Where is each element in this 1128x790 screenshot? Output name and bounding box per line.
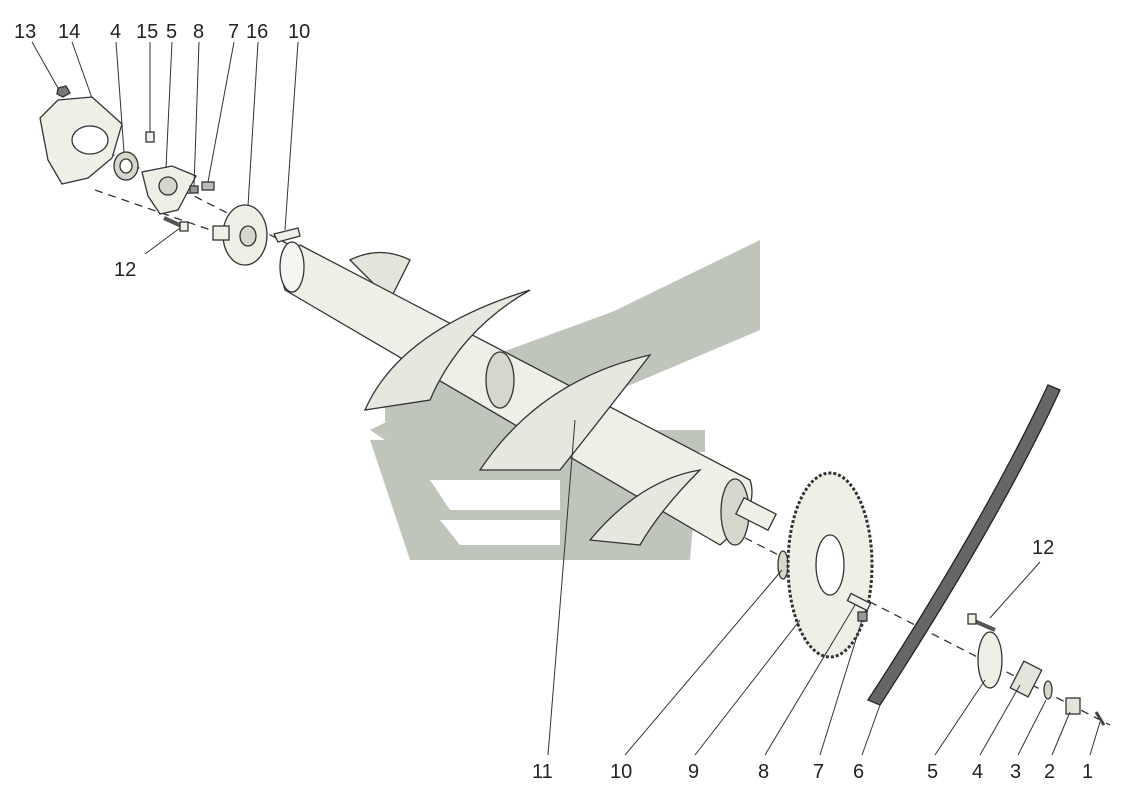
callout-5-top: 5: [166, 21, 177, 43]
callout-12-right: 12: [1032, 537, 1054, 559]
bolt-8: [846, 592, 872, 612]
small-parts-left: [39, 85, 301, 266]
callout-13: 13: [14, 21, 36, 43]
chain-6: [867, 384, 1061, 706]
bushing-4: [1009, 660, 1043, 698]
callout-8-top: 8: [193, 21, 204, 43]
callout-4-top: 4: [110, 21, 121, 43]
callout-7-bottom: 7: [813, 761, 824, 783]
callout-15: 15: [136, 21, 158, 43]
callout-labels-top: 13 14 4 15 5 8 7 16 10: [14, 21, 310, 43]
callout-3: 3: [1010, 761, 1021, 783]
callout-14: 14: [58, 21, 80, 43]
nut-2: [1065, 697, 1081, 715]
callout-10-bottom: 10: [610, 761, 632, 783]
callout-11: 11: [532, 761, 553, 783]
pin-1: [1094, 711, 1106, 726]
callout-1: 1: [1082, 761, 1093, 783]
pin-15: [145, 131, 155, 143]
washer-3: [1043, 680, 1053, 700]
key-plate-10: [273, 227, 301, 243]
fastener-7: [201, 181, 215, 191]
nut-13: [56, 85, 71, 98]
callout-10-top: 10: [288, 21, 310, 43]
callout-2: 2: [1044, 761, 1055, 783]
callout-9: 9: [688, 761, 699, 783]
callout-labels-bottom: 11 10 9 8 7 6 5 4 3 2 1: [532, 761, 1093, 783]
callout-7-top: 7: [228, 21, 239, 43]
fastener-8: [189, 185, 199, 194]
callout-4-bottom: 4: [972, 761, 983, 783]
drive-parts-right: [777, 384, 1106, 726]
callout-16: 16: [246, 21, 268, 43]
callout-6: 6: [853, 761, 864, 783]
leader-lines: [31, 41, 1101, 756]
bolt-12-right: [967, 613, 977, 625]
auger-11: [279, 241, 777, 546]
nut-7: [857, 611, 868, 622]
callout-5-bottom: 5: [927, 761, 938, 783]
bolt-12-left: [179, 221, 189, 232]
collar-5: [977, 631, 1003, 689]
callout-8-bottom: 8: [758, 761, 769, 783]
callout-12-left: 12: [114, 259, 136, 281]
